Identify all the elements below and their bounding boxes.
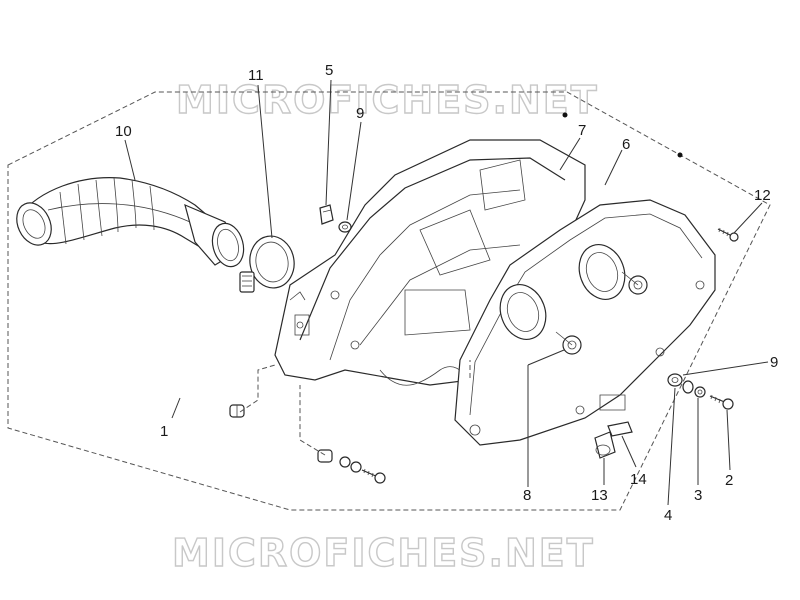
washer-top — [338, 221, 352, 233]
grommet-lead — [239, 364, 276, 413]
watermark-bottom: MICROFICHES.NET — [172, 531, 595, 575]
callout-9-right: 9 — [770, 354, 778, 371]
callout-14: 14 — [630, 471, 647, 488]
cover-screw-lower — [555, 331, 582, 355]
grommet-left — [229, 404, 245, 418]
intake-duct — [16, 177, 245, 268]
watermark-top: MICROFICHES.NET — [176, 78, 599, 122]
callout-2: 2 — [725, 472, 733, 489]
washer-large-9 — [667, 373, 683, 387]
callout-1: 1 — [160, 423, 168, 440]
bolt-2 — [709, 394, 734, 410]
callout-5: 5 — [325, 62, 333, 79]
marker-dot-right — [677, 152, 683, 158]
drain-tube — [594, 431, 616, 459]
air-box-cover — [454, 199, 716, 446]
callout-9-top: 9 — [356, 105, 364, 122]
callout-4: 4 — [664, 507, 672, 524]
callout-13: 13 — [591, 487, 608, 504]
screw-12 — [717, 227, 739, 242]
drain-clip — [607, 421, 633, 437]
fastener-lead — [299, 385, 326, 456]
fastener-set-bottom — [317, 449, 386, 484]
spacer-4 — [682, 380, 694, 394]
callout-12: 12 — [754, 187, 771, 204]
marker-dot-left — [562, 112, 568, 118]
callout-3: 3 — [694, 487, 702, 504]
hose-clamp — [239, 235, 295, 293]
washer-3 — [694, 386, 706, 398]
spring-clip — [319, 204, 334, 225]
leader-lines — [124, 79, 769, 506]
callout-7: 7 — [578, 122, 586, 139]
callout-10: 10 — [115, 123, 132, 140]
cover-screw-upper — [621, 271, 648, 295]
callout-11: 11 — [248, 67, 264, 84]
callout-8: 8 — [523, 487, 531, 504]
assembly-outline — [7, 91, 771, 511]
callout-6: 6 — [622, 136, 630, 153]
